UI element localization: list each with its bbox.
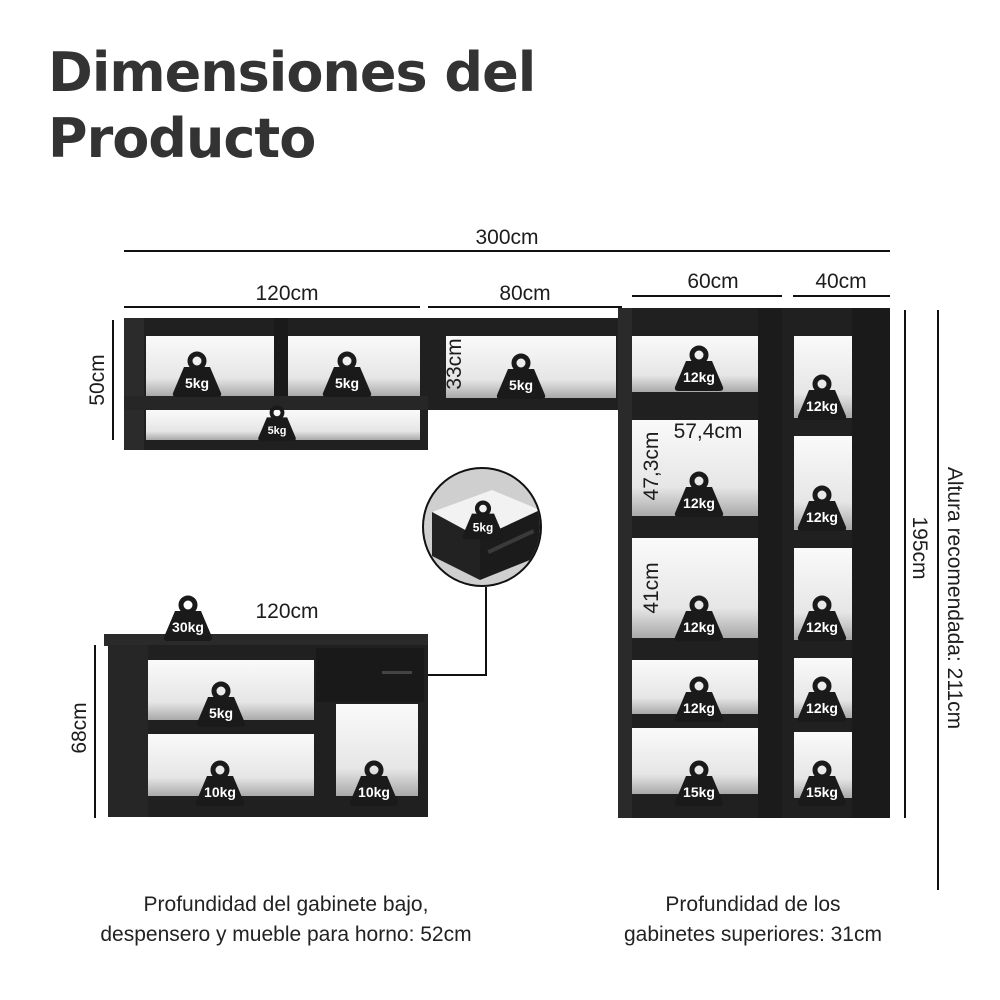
base-depth-note-line-1: Profundidad del gabinete bajo, bbox=[143, 893, 429, 916]
total-width-label: 300cm bbox=[475, 226, 538, 249]
recommended-height-label: Altura recomendada: 211cm bbox=[943, 467, 966, 729]
weight-icon: 5kg bbox=[322, 351, 372, 397]
weight-icon: 12kg bbox=[797, 676, 847, 722]
upper-depth-note-line-2: gabinetes superiores: 31cm bbox=[624, 923, 882, 946]
weight-icon: 5kg bbox=[258, 405, 296, 441]
page-title-line-2: Producto bbox=[48, 107, 316, 170]
base-depth-note: Profundidad del gabinete bajo, despenser… bbox=[60, 890, 512, 950]
weight-body bbox=[797, 611, 847, 641]
weight-label: 12kg bbox=[683, 619, 715, 635]
weight-label: 12kg bbox=[683, 700, 715, 716]
weight-icon: 30kg bbox=[163, 595, 213, 641]
weight-handle bbox=[178, 595, 198, 615]
weight-label: 15kg bbox=[683, 784, 715, 800]
total-height-label: 195cm bbox=[908, 516, 931, 579]
weight-body bbox=[163, 611, 213, 641]
upper-height-label: 50cm bbox=[86, 354, 109, 405]
drawer-callout-line bbox=[423, 587, 487, 676]
weight-body bbox=[797, 390, 847, 420]
weight-icon: 10kg bbox=[195, 760, 245, 806]
niche-width-label: 57,4cm bbox=[674, 420, 743, 443]
tall-width-label: 40cm bbox=[815, 270, 866, 293]
weight-label: 12kg bbox=[806, 398, 838, 414]
weight-label: 12kg bbox=[806, 619, 838, 635]
page-title: Dimensiones del Producto bbox=[48, 40, 536, 172]
weight-label: 5kg bbox=[509, 377, 533, 393]
weight-icon: 15kg bbox=[674, 760, 724, 806]
weight-label: 12kg bbox=[806, 509, 838, 525]
weight-body bbox=[172, 367, 222, 397]
weight-icon: 12kg bbox=[674, 471, 724, 517]
weight-body bbox=[674, 487, 724, 517]
weight-body bbox=[797, 692, 847, 722]
weight-body bbox=[258, 417, 296, 441]
base-width-label: 120cm bbox=[255, 600, 318, 623]
base-depth-note-line-2: despensero y mueble para horno: 52cm bbox=[100, 923, 472, 946]
weight-icon: 12kg bbox=[797, 595, 847, 641]
weight-label: 10kg bbox=[204, 784, 236, 800]
weight-label: 5kg bbox=[185, 375, 209, 391]
weight-body bbox=[322, 367, 372, 397]
weight-body bbox=[797, 501, 847, 531]
weight-body bbox=[674, 361, 724, 391]
weight-label: 12kg bbox=[683, 369, 715, 385]
niche-height-b-label: 41cm bbox=[640, 562, 663, 613]
weight-body bbox=[496, 369, 546, 399]
weight-label: 5kg bbox=[335, 375, 359, 391]
weight-label: 15kg bbox=[806, 784, 838, 800]
mid-niche-height-label: 33cm bbox=[443, 338, 466, 389]
weight-icon: 5kg bbox=[172, 351, 222, 397]
weight-icon: 5kg bbox=[196, 681, 246, 727]
upper-depth-note-line-1: Profundidad de los bbox=[665, 893, 841, 916]
upper-mid-width-label: 80cm bbox=[499, 282, 550, 305]
weight-label: 30kg bbox=[172, 619, 204, 635]
upper-left-width-label: 120cm bbox=[255, 282, 318, 305]
weight-label: 5kg bbox=[473, 521, 494, 535]
weight-label: 12kg bbox=[683, 495, 715, 511]
dimension-labels: 300cm 120cm 80cm 60cm 40cm 50cm 33cm 57,… bbox=[68, 226, 966, 754]
weight-body bbox=[674, 776, 724, 806]
tall-cabinet bbox=[790, 308, 890, 818]
weight-label: 5kg bbox=[209, 705, 233, 721]
weight-icon: 15kg bbox=[797, 760, 847, 806]
weight-label: 12kg bbox=[806, 700, 838, 716]
weight-icon: 12kg bbox=[674, 595, 724, 641]
weight-body bbox=[674, 692, 724, 722]
weight-body bbox=[674, 611, 724, 641]
weight-body bbox=[797, 776, 847, 806]
weight-icon: 12kg bbox=[674, 676, 724, 722]
weight-icon: 5kg bbox=[462, 500, 504, 540]
weight-body bbox=[349, 776, 399, 806]
weight-body bbox=[196, 697, 246, 727]
weight-label: 5kg bbox=[268, 425, 287, 437]
weight-icon: 5kg bbox=[496, 353, 546, 399]
pantry-cabinet bbox=[618, 308, 790, 818]
upper-depth-note: Profundidad de los gabinetes superiores:… bbox=[580, 890, 926, 950]
niche-height-a-label: 47,3cm bbox=[640, 432, 663, 501]
pantry-width-label: 60cm bbox=[687, 270, 738, 293]
base-height-label: 68cm bbox=[68, 702, 91, 753]
page-title-line-1: Dimensiones del bbox=[48, 41, 536, 104]
weight-label: 10kg bbox=[358, 784, 390, 800]
weight-icon: 12kg bbox=[797, 374, 847, 420]
weight-body bbox=[462, 513, 504, 540]
weight-icons: 5kg 5kg 5kg 5kg 5kg 30kg 5kg 10kg 10kg 12kg 12kg 12… bbox=[163, 345, 847, 806]
weight-icon: 10kg bbox=[349, 760, 399, 806]
weight-icon: 12kg bbox=[797, 485, 847, 531]
weight-icon: 12kg bbox=[674, 345, 724, 391]
weight-body bbox=[195, 776, 245, 806]
